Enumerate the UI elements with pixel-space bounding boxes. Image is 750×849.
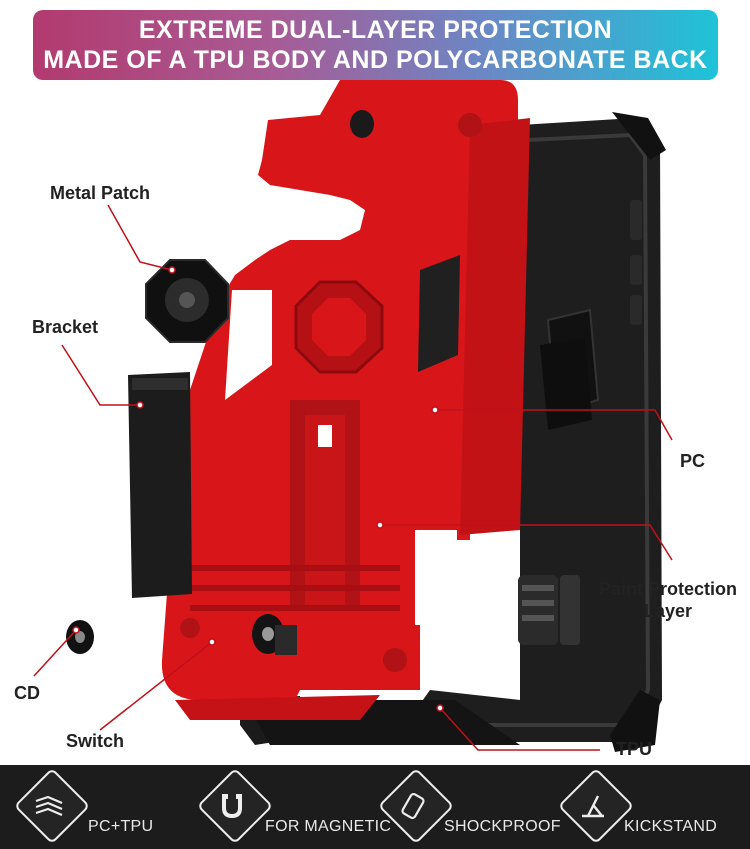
callout-cd: CD	[14, 683, 40, 703]
callout-bracket: Bracket	[32, 317, 99, 337]
headline-line-2: MADE OF A TPU BODY AND POLYCARBONATE BAC…	[43, 46, 708, 74]
callout-paint-protection-line1: Paint Protection	[598, 579, 737, 599]
headline-line-1: EXTREME DUAL-LAYER PROTECTION	[138, 16, 613, 44]
feature-kickstand: KICKSTAND	[557, 765, 750, 849]
feature-label: PC+TPU	[88, 818, 154, 835]
feature-shockproof: SHOCKPROOF	[377, 765, 566, 849]
magnet-icon	[205, 779, 259, 833]
callout-lines	[33, 204, 673, 751]
shockproof-icon	[386, 779, 440, 833]
bracket-part	[128, 372, 192, 598]
feature-label: KICKSTAND	[624, 818, 718, 835]
feature-label: FOR MAGNETIC	[265, 818, 392, 835]
exploded-case-illustration	[33, 80, 673, 752]
kickstand-icon	[566, 779, 620, 833]
layers-icon	[22, 779, 76, 833]
callout-metal-patch: Metal Patch	[50, 183, 151, 203]
feature-for-magnetic: FOR MAGNETIC	[196, 765, 395, 849]
feature-bar: PC+TPU FOR MAGNETIC SHOCKPROOF KICKSTAND	[0, 765, 750, 849]
top-screw	[350, 110, 374, 138]
callout-dots	[72, 266, 444, 712]
metal-patch-part	[145, 259, 229, 343]
headline-banner: EXTREME DUAL-LAYER PROTECTION MADE OF A …	[33, 10, 718, 80]
callout-pc: PC	[680, 451, 706, 471]
callout-switch: Switch	[66, 731, 125, 751]
callout-paint-protection-line2: Layer	[643, 601, 693, 621]
pc-shell	[161, 80, 530, 720]
feature-label: SHOCKPROOF	[444, 818, 561, 835]
switch-part	[252, 614, 297, 655]
callout-paint-protection: Paint Protection Layer	[596, 578, 740, 622]
feature-pc-tpu: PC+TPU	[13, 765, 192, 849]
callout-tpu: TPU	[616, 739, 652, 759]
